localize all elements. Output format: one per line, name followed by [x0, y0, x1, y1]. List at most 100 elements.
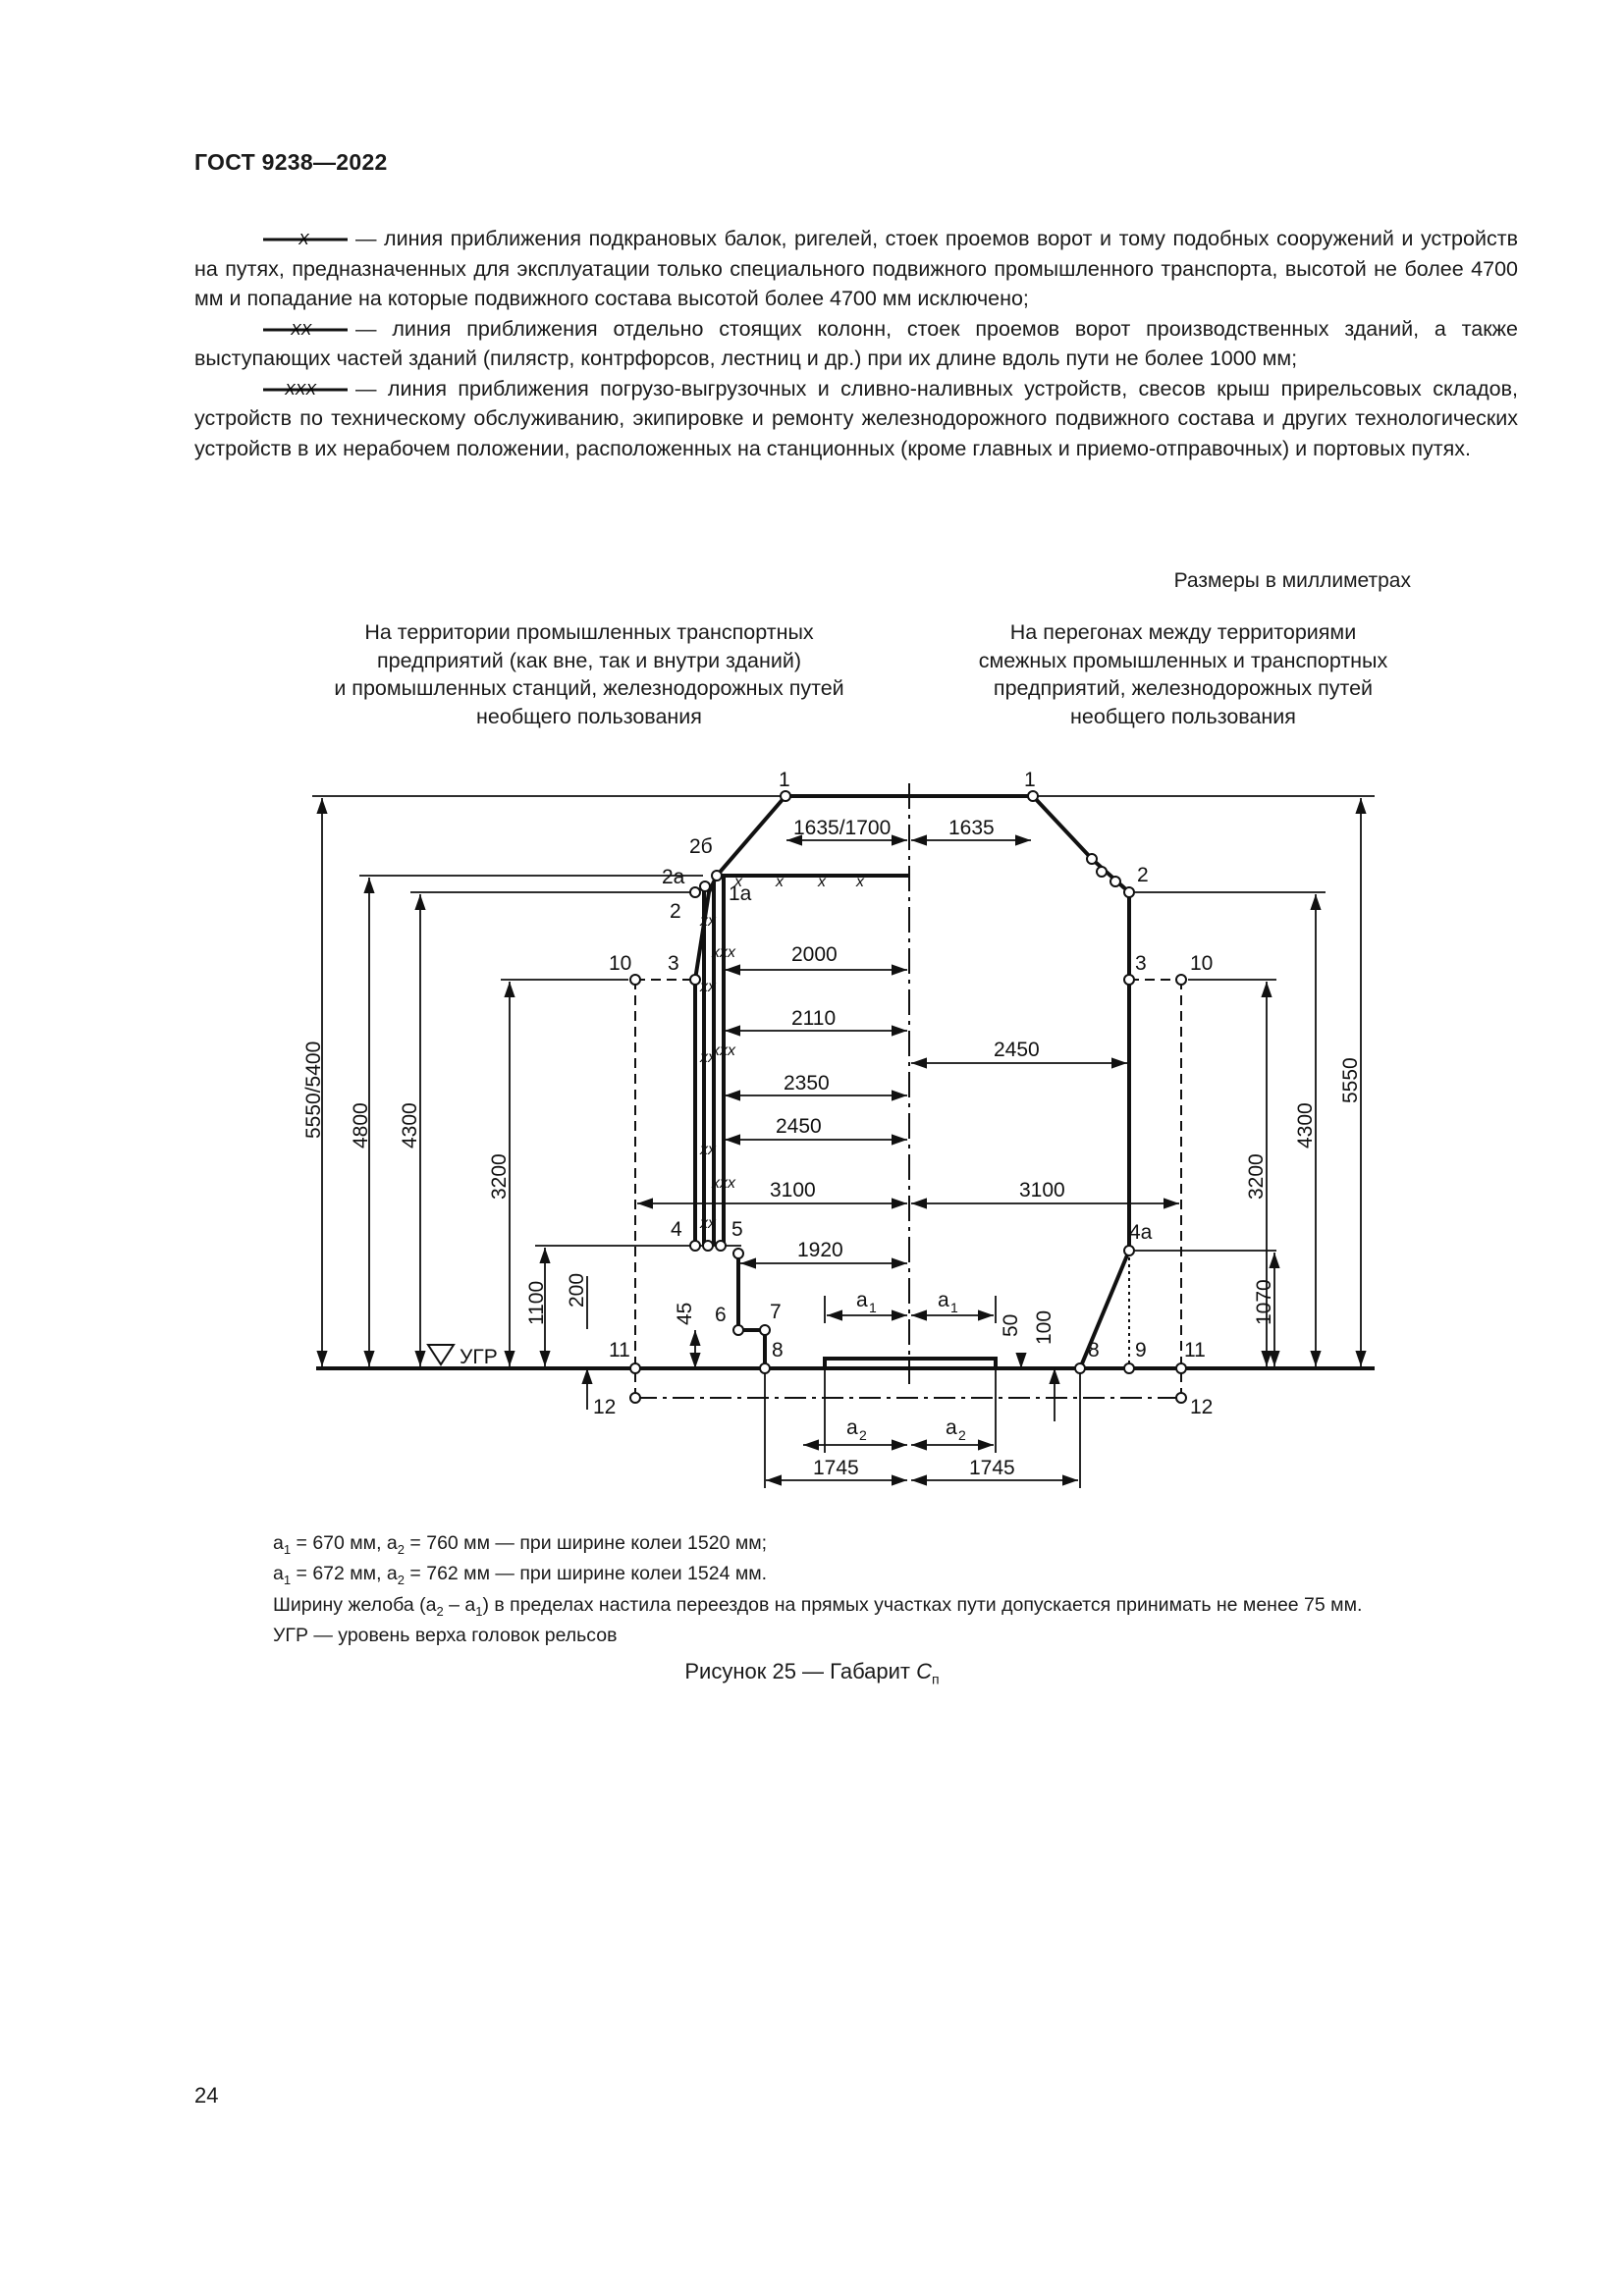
- point-label: 12: [1190, 1396, 1213, 1418]
- point-labels: 1 1 2б 2а 1а 2 2 3 3 10 10 4 5 4а 6 7 8 …: [460, 769, 1213, 1418]
- point-label: 11: [1184, 1339, 1206, 1362]
- dim-text: 1635/1700: [793, 817, 891, 839]
- dim-text: a: [946, 1416, 957, 1439]
- dim-subscript: 1: [869, 1300, 877, 1315]
- svg-text:x: x: [733, 874, 743, 890]
- dim-text: 3100: [1019, 1179, 1065, 1201]
- dimension-texts: 1635/1700 1635 2000 2110 2450 2350 2450 …: [770, 817, 1065, 1479]
- dim-text-vertical: 5550/5400: [302, 1041, 325, 1139]
- svg-text:x: x: [855, 874, 865, 890]
- point-label: 1а: [729, 882, 752, 905]
- legend-block: X — линия приближения подкрановых балок,…: [194, 224, 1518, 463]
- gauge-points: [629, 790, 1187, 1404]
- point-label: 8: [1088, 1339, 1100, 1362]
- dim-text-vertical: 4300: [1294, 1102, 1317, 1148]
- point-label: 1: [1024, 769, 1036, 791]
- dim-text: 2000: [791, 943, 838, 966]
- dim-text: 2350: [784, 1072, 830, 1095]
- dim-text-vertical: 3200: [1245, 1153, 1268, 1200]
- dim-text: a: [856, 1289, 868, 1311]
- dim-text: a: [846, 1416, 858, 1439]
- right-caption-line: предприятий, железнодорожных путей: [993, 676, 1374, 700]
- dim-text-vertical: 5550: [1339, 1057, 1362, 1103]
- dim-text: 1745: [969, 1457, 1015, 1479]
- dim-text-vertical: 4800: [350, 1102, 372, 1148]
- units-note: Размеры в миллиметрах: [1173, 569, 1411, 592]
- point-label: 4а: [1129, 1221, 1153, 1244]
- point-label: 2: [1137, 864, 1149, 886]
- point-label: 11: [609, 1339, 630, 1362]
- dim-text: a: [938, 1289, 949, 1311]
- page-number: 24: [194, 2083, 219, 2108]
- symbol-xxx-mark: XXX: [284, 383, 317, 397]
- dim-text-vertical: 45: [674, 1303, 696, 1325]
- left-caption-line: необщего пользования: [476, 704, 702, 728]
- point-label: 2: [670, 900, 681, 923]
- dim-text: 1920: [797, 1239, 843, 1261]
- svg-text:xxx: xxx: [711, 1042, 736, 1059]
- svg-text:xx: xx: [699, 1215, 717, 1232]
- symbol-x-mark: X: [298, 233, 310, 246]
- dim-text-vertical: 3200: [488, 1153, 511, 1200]
- left-caption-line: На территории промышленных транспортных: [364, 620, 814, 644]
- point-label: 6: [715, 1304, 727, 1326]
- dim-text: 2110: [791, 1007, 836, 1030]
- point-label: 8: [772, 1339, 784, 1362]
- rail-top-level-label: УГР: [460, 1346, 498, 1368]
- left-caption-line: и промышленных станций, железнодорожных …: [334, 676, 844, 700]
- legend-item-x: X — линия приближения подкрановых балок,…: [194, 224, 1518, 314]
- dim-subscript: 1: [950, 1300, 958, 1315]
- dim-text-vertical: 100: [1033, 1310, 1056, 1345]
- dim-text: 2450: [776, 1115, 822, 1138]
- svg-text:xx: xx: [699, 1142, 717, 1158]
- legend-item-xx: XX — линия приближения отдельно стоящих …: [194, 314, 1518, 374]
- svg-text:x: x: [775, 874, 785, 890]
- legend-item-x-text: — линия приближения подкрановых балок, р…: [194, 227, 1518, 310]
- svg-text:x: x: [817, 874, 827, 890]
- left-caption-line: предприятий (как вне, так и внутри здани…: [377, 648, 801, 672]
- point-label: 2а: [662, 866, 685, 888]
- legend-item-xxx-text: — линия приближения погрузо-выгрузочных …: [194, 376, 1518, 460]
- approach-line-x-symbol: X: [263, 233, 348, 246]
- dim-subscript: 2: [958, 1427, 966, 1443]
- right-caption-line: смежных промышленных и транспортных: [978, 648, 1388, 672]
- dim-text: 3100: [770, 1179, 816, 1201]
- svg-text:xxx: xxx: [711, 944, 736, 961]
- dim-text: 1635: [948, 817, 995, 839]
- right-zone-caption: На перегонах между территориями смежных …: [938, 618, 1429, 730]
- approach-line-xx-symbol: XX: [263, 323, 348, 337]
- note-line-1524: a1 = 672 мм, a2 = 762 мм — при ширине ко…: [273, 1563, 768, 1588]
- dim-text-vertical: 200: [566, 1273, 588, 1308]
- left-dimension-lines: [637, 834, 1179, 1488]
- dim-subscript: 2: [859, 1427, 867, 1443]
- rail-top-level-triangle: [426, 1344, 456, 1366]
- vertical-dimension-lines: [316, 798, 1367, 1421]
- point-label: 10: [1190, 952, 1213, 975]
- svg-text:xx: xx: [699, 979, 717, 995]
- top-extension-lines: [312, 795, 1375, 1252]
- figure-caption: Рисунок 25 — Габарит Cп: [684, 1659, 940, 1687]
- dim-text-vertical: 50: [1000, 1314, 1022, 1337]
- dim-text-vertical: 4300: [399, 1102, 421, 1148]
- legend-item-xx-text: — линия приближения отдельно стоящих кол…: [194, 316, 1518, 371]
- approach-line-xxx-symbol: XXX: [263, 383, 348, 397]
- svg-text:xx: xx: [699, 1049, 717, 1066]
- point-label: 3: [668, 952, 679, 975]
- dim-text: 1745: [813, 1457, 859, 1479]
- note-line-groove: Ширину желоба (a2 – a1) в пределах насти…: [273, 1593, 1363, 1619]
- vertical-dimension-texts: 5550/5400 4800 4300 3200 1100 200 45 50 …: [302, 1041, 1362, 1345]
- symbol-xx-mark: XX: [290, 323, 313, 337]
- left-gauge-outline: [693, 794, 909, 1368]
- point-label: 3: [1135, 952, 1147, 975]
- figure-notes: a1 = 670 мм, a2 = 760 мм — при ширине ко…: [273, 1531, 1362, 1649]
- point-label: 1: [779, 769, 790, 791]
- right-gauge-outline: [823, 794, 1131, 1369]
- point-label: 10: [609, 952, 631, 975]
- point-label: 2б: [689, 835, 713, 858]
- right-caption-line: На перегонах между территориями: [1009, 620, 1357, 644]
- document-header: ГОСТ 9238—2022: [194, 149, 388, 175]
- note-line-1520: a1 = 670 мм, a2 = 760 мм — при ширине ко…: [273, 1532, 768, 1557]
- note-line-ugr: УГР — уровень верха головок рельсов: [273, 1625, 618, 1647]
